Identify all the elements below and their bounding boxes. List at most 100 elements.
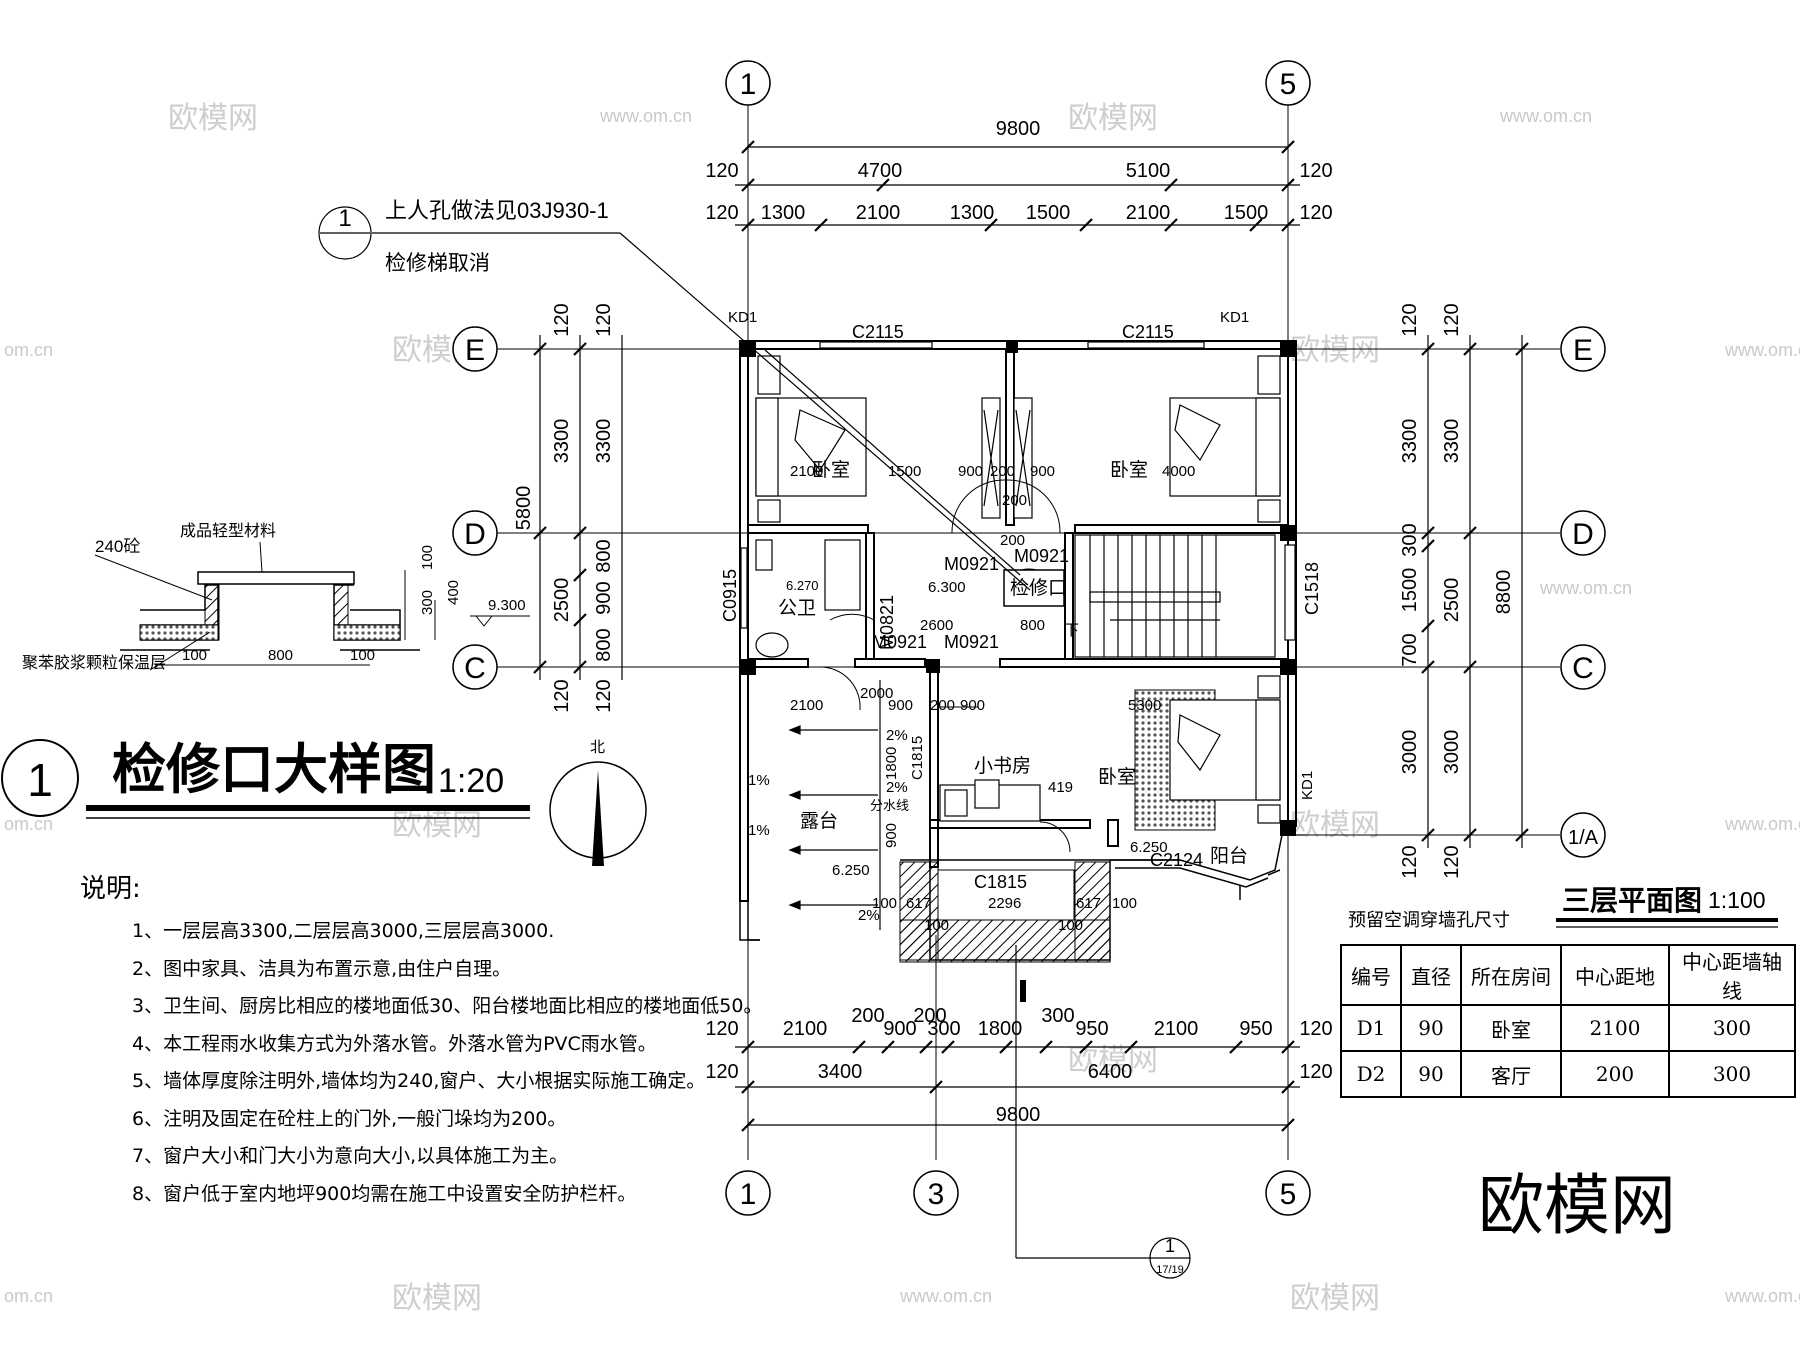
drain-label: 分水线	[870, 798, 909, 813]
dim-text: 4700	[858, 160, 903, 182]
plan-dim: 2000	[860, 685, 893, 702]
plan-dim: 6.300	[928, 579, 966, 596]
table-cell: 90	[1400, 1050, 1462, 1098]
callout-symbol: 1	[338, 205, 351, 232]
wall-columns	[740, 341, 1296, 1002]
plan-dim: 2600	[920, 617, 953, 634]
dim-text: 3300	[551, 419, 573, 464]
axis-label: E	[1573, 334, 1593, 367]
dim-text: 1800	[978, 1018, 1023, 1040]
dim-text: 700	[1399, 633, 1421, 666]
plan-label: M0821	[877, 595, 897, 650]
plan-label: C0915	[720, 569, 740, 622]
dim-text: 2500	[1441, 578, 1463, 623]
detail-dim: 100	[350, 647, 375, 664]
note-item: 8、窗户低于室内地坪900均需在施工中设置安全防护栏杆。	[132, 1182, 637, 1205]
table-caption: 预留空调穿墙孔尺寸	[1348, 910, 1510, 931]
table-cell: D2	[1340, 1050, 1402, 1098]
dim-text: 2100	[1126, 202, 1171, 224]
axis-label: 5	[1280, 1178, 1297, 1211]
plan-dim: 100	[1058, 917, 1083, 934]
plan-dim: 2100	[790, 697, 823, 714]
watermark-url: www.om.cn	[599, 106, 692, 126]
axis-label: 5	[1280, 68, 1297, 101]
detail-elevation: 9.300	[488, 597, 526, 614]
dim-text: 1300	[761, 202, 806, 224]
detail-leaders	[94, 541, 436, 671]
plan-dim: 200	[1002, 492, 1027, 509]
dim-text: 300	[1399, 523, 1421, 556]
note-item: 4、本工程雨水收集方式为外落水管。外落水管为PVC雨水管。	[132, 1032, 657, 1055]
dim-text: 2100	[783, 1018, 828, 1040]
watermark-url: www.om.cn	[1724, 340, 1800, 360]
watermark-url: om.cn	[4, 340, 53, 360]
brand-logo: 欧模网	[1478, 1168, 1676, 1242]
plan-dim: 2%	[886, 779, 908, 796]
dim-text: 200	[913, 1005, 946, 1027]
note-item: 1、一层层高3300,二层层高3000,三层层高3000.	[132, 920, 555, 942]
dim-text: 2100	[1154, 1018, 1199, 1040]
watermark: 欧模网	[392, 1282, 482, 1315]
drainage-arrows	[788, 680, 881, 930]
detail-number: 1	[27, 754, 53, 806]
callout	[318, 206, 1031, 591]
plan-label: M0921	[944, 554, 999, 574]
detail-label-wall: 240砼	[95, 537, 140, 556]
watermark: 欧模网	[168, 102, 258, 135]
dim-text: 120	[705, 1018, 738, 1040]
table-row: D1 90 卧室 2100 300	[1340, 1004, 1796, 1052]
room-label-study: 小书房	[974, 755, 1031, 777]
plan-dim: 100	[1112, 895, 1137, 912]
plan-dim: 617	[906, 895, 931, 912]
detail-dim: 100	[419, 545, 436, 570]
plan-label: C1815	[909, 736, 926, 780]
terrace-and-balcony	[739, 667, 1286, 961]
dim-text: 3300	[1441, 419, 1463, 464]
window-c1815	[937, 869, 1075, 921]
plan-dim: 900	[960, 697, 985, 714]
axis-label: E	[465, 334, 485, 367]
room-label-bedroom: 卧室	[1098, 766, 1136, 788]
plan-dim: 800	[1020, 617, 1045, 634]
dim-text: 120	[1299, 1061, 1332, 1083]
plan-scale: 1:100	[1708, 887, 1766, 913]
axis-label: 1	[740, 1178, 757, 1211]
watermark: 欧模网	[1290, 1282, 1380, 1315]
table-header: 中心距地	[1560, 944, 1670, 1006]
dim-text: 3000	[1399, 730, 1421, 775]
stair	[1074, 534, 1276, 658]
furniture	[755, 355, 1281, 824]
plan-dim: 6.250	[1130, 839, 1168, 856]
room-label-terrace: 露台	[800, 810, 838, 832]
axis-label: 1	[740, 68, 757, 101]
dim-text: 3300	[593, 419, 615, 464]
dim-text: 120	[1399, 845, 1421, 878]
watermark-url: www.om.cn	[1724, 1286, 1800, 1306]
table-header-row: 编号 直径 所在房间 中心距地 中心距墙轴线	[1340, 944, 1796, 1006]
dim-text: 5800	[513, 486, 535, 531]
dim-text: 120	[705, 1061, 738, 1083]
dim-text: 9800	[996, 1104, 1041, 1126]
dim-text: 6400	[1088, 1061, 1133, 1083]
stair-down-label: 下	[1064, 622, 1079, 639]
notes-title: 说明:	[80, 874, 141, 904]
plan-dim: 900	[1030, 463, 1055, 480]
dim-text: 120	[551, 303, 573, 336]
plan-dim: 6.250	[832, 862, 870, 879]
detail-dim: 100	[182, 647, 207, 664]
dim-text: 3400	[818, 1061, 863, 1083]
callout-line1: 上人孔做法见03J930-1	[385, 198, 609, 223]
dim-text: 1500	[1399, 568, 1421, 613]
ac-hole-table: 编号 直径 所在房间 中心距地 中心距墙轴线 D1 90 卧室 2100 300…	[1340, 944, 1796, 1098]
axis-label: 1/A	[1568, 827, 1599, 849]
plan-dim: 1800	[883, 747, 900, 780]
note-item: 5、墙体厚度除注明外,墙体均为240,窗户、大小根据实际施工确定。	[132, 1070, 706, 1092]
table-cell: 客厅	[1460, 1050, 1562, 1098]
table-row: D2 90 客厅 200 300	[1340, 1050, 1796, 1098]
plan-dim: 6.270	[786, 578, 819, 593]
plan-dim: 100	[872, 895, 897, 912]
detail-label-top: 成品轻型材料	[180, 522, 276, 540]
dim-text: 120	[1399, 303, 1421, 336]
table-header: 所在房间	[1460, 944, 1562, 1006]
